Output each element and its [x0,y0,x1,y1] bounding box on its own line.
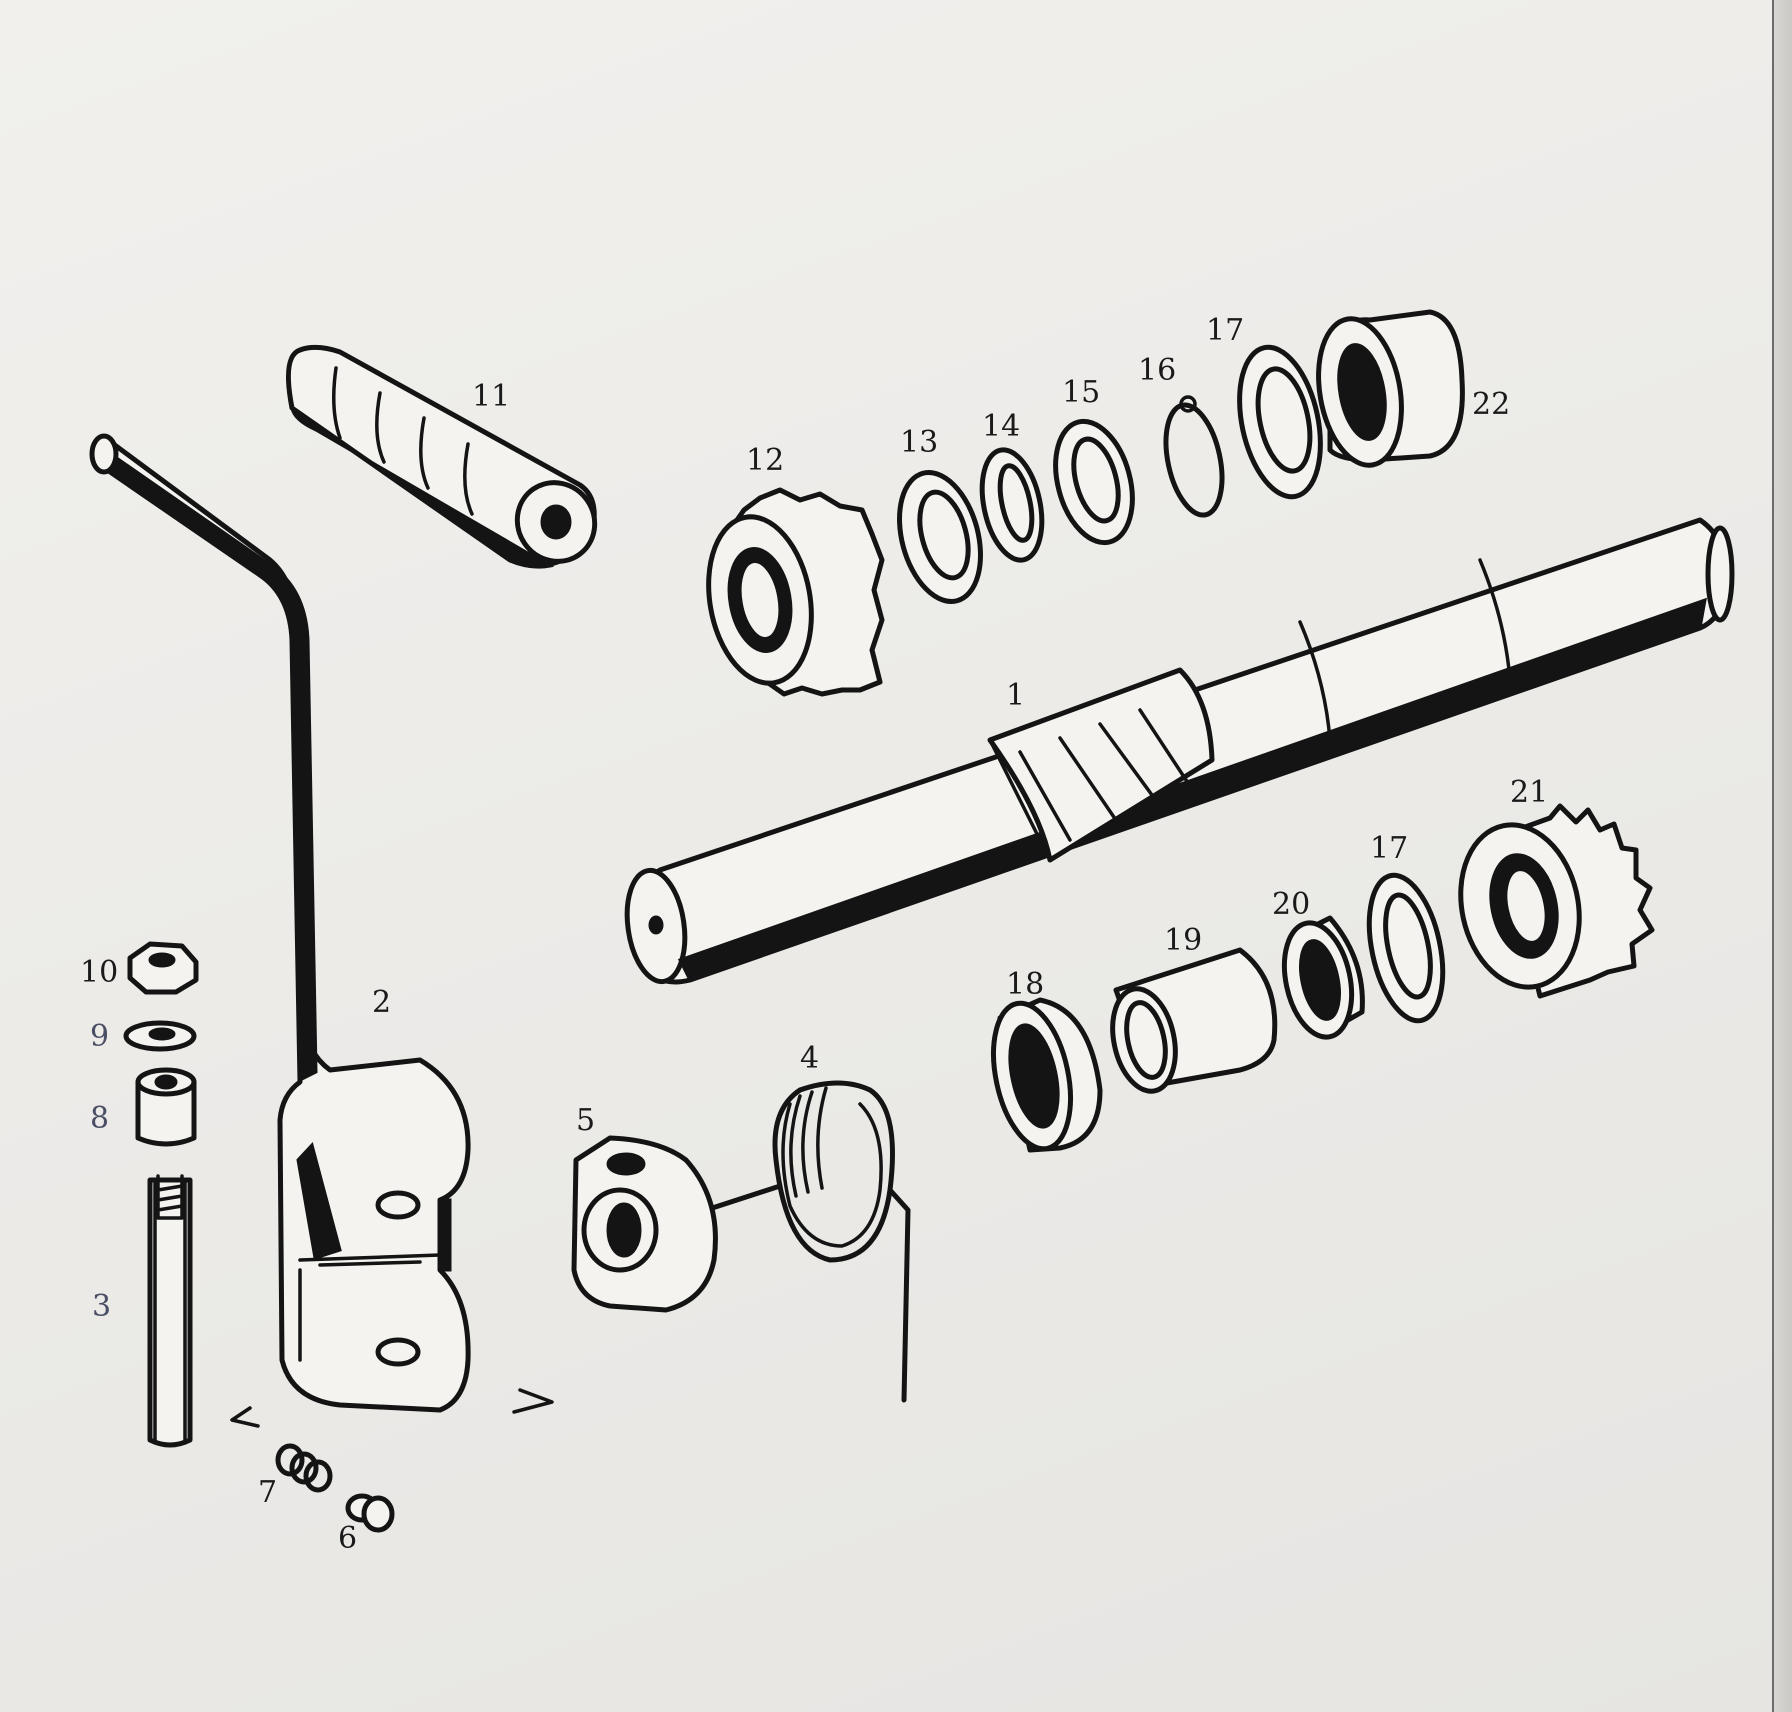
part-19-sleeve [1110,947,1278,1094]
part-20-ring [1281,915,1365,1040]
part-9-washer [123,1020,197,1052]
part-11-rubber-grip [285,344,598,569]
part-7-small-spring [275,1443,333,1493]
label-part-3: 3 [92,1289,111,1324]
part-6-ball [345,1493,395,1533]
label-part-8: 8 [90,1101,109,1136]
page-edge [1772,0,1792,1712]
part-5-cam-block [571,1135,718,1313]
label-part-14: 14 [982,409,1020,444]
part-22-cap [1316,309,1465,468]
label-part-1: 1 [1006,678,1025,713]
part-12-gear [706,487,885,697]
label-part-18: 18 [1006,967,1044,1002]
part-2-kickstart-lever [89,433,471,1413]
part-17-lower-washer [1366,872,1446,1024]
part-14-spring-washer [979,447,1045,563]
label-part-5: 5 [576,1103,595,1138]
label-part-15: 15 [1062,375,1100,410]
part-16-circlip [1163,395,1225,518]
part-15-bushing-ring [1053,418,1135,546]
label-part-12: 12 [746,443,784,478]
part-10-nut [127,941,199,995]
label-part-13: 13 [900,425,938,460]
part-4-return-spring [697,1080,911,1403]
label-part-10: 10 [80,955,118,990]
label-part-7: 7 [258,1475,277,1510]
label-part-2: 2 [372,985,391,1020]
part-17-upper-washer [1237,344,1323,500]
label-part-17-lower: 17 [1370,831,1408,866]
assembly-arrow-left [230,1406,260,1428]
label-part-19: 19 [1164,923,1202,958]
part-1-kickstart-shaft [624,517,1735,985]
label-part-22: 22 [1472,387,1510,422]
part-21-ratchet [1458,803,1655,999]
part-13-washer [897,469,983,605]
label-part-11: 11 [472,379,510,414]
part-8-spacer [135,1067,197,1147]
label-part-16: 16 [1138,353,1176,388]
label-part-21: 21 [1510,775,1548,810]
part-3-pin [147,1174,193,1448]
label-part-20: 20 [1272,887,1310,922]
label-part-17-upper: 17 [1206,313,1244,348]
label-part-9: 9 [90,1019,109,1054]
part-18-bushing [991,997,1103,1153]
label-part-4: 4 [800,1041,819,1076]
label-part-6: 6 [338,1521,357,1556]
assembly-arrow-right [512,1388,554,1414]
